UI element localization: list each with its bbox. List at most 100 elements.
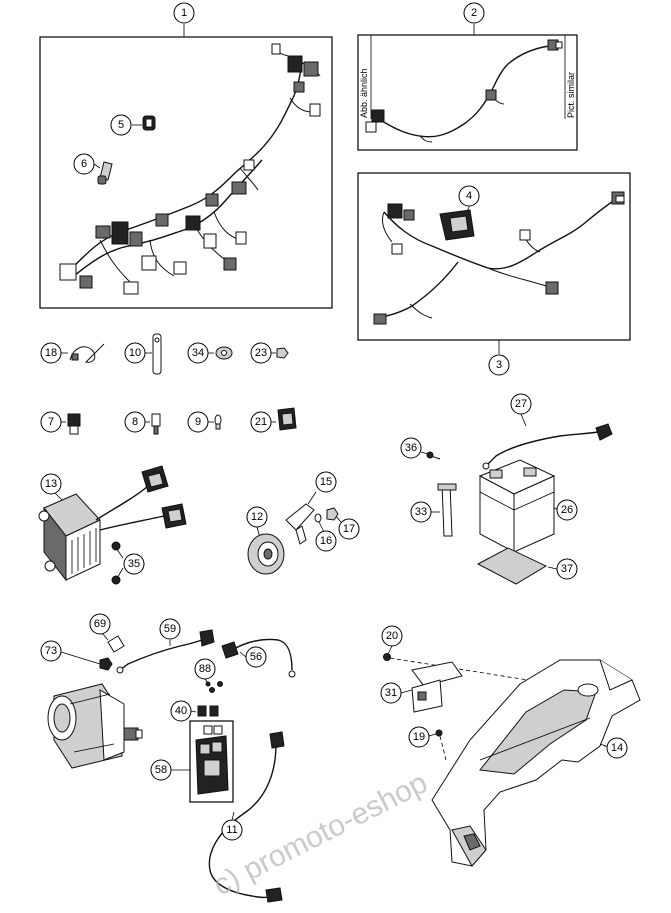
part-34-bushing: 34 xyxy=(187,342,233,364)
svg-text:26: 26 xyxy=(561,504,573,516)
part-16-washer: 16 xyxy=(314,513,337,552)
sub-harness-3-group: 4 3 xyxy=(357,172,631,376)
part-7-relay: 7 xyxy=(40,411,81,435)
svg-text:15: 15 xyxy=(320,476,332,488)
main-harness-group: 1 5 6 xyxy=(39,2,333,309)
part-73-nut: 73 xyxy=(40,640,113,671)
svg-text:37: 37 xyxy=(561,563,573,575)
callout-34: 34 xyxy=(187,342,209,364)
svg-text:69: 69 xyxy=(94,618,106,630)
callout-16: 16 xyxy=(315,530,337,552)
part-18-cable-tie: 18 xyxy=(40,342,105,364)
part-88-fasteners: 88 xyxy=(194,658,223,693)
svg-text:3: 3 xyxy=(496,359,502,371)
part-9-bulb: 9 xyxy=(187,411,222,433)
callout-11: 11 xyxy=(221,819,243,841)
pict-similar-label: Pict. similar xyxy=(566,72,576,118)
watermark-text: c) promoto-eshop xyxy=(208,766,432,902)
sub-wiring-harness-3 xyxy=(373,191,625,325)
callout-15: 15 xyxy=(315,471,337,493)
callout-20: 20 xyxy=(381,625,403,647)
svg-text:6: 6 xyxy=(81,158,87,170)
main-harness-frame xyxy=(39,36,333,309)
part-33-battery-strap: 33 xyxy=(410,483,457,537)
callout-1: 1 xyxy=(173,2,195,24)
svg-text:13: 13 xyxy=(45,478,57,490)
part-5-grommet xyxy=(132,115,156,131)
callout-40: 40 xyxy=(170,700,192,722)
svg-text:4: 4 xyxy=(466,190,472,202)
callout-3: 3 xyxy=(488,354,510,376)
callout-2: 2 xyxy=(463,2,485,24)
svg-text:20: 20 xyxy=(386,630,398,642)
starter-motor xyxy=(47,683,143,769)
part-17-nut: 17 xyxy=(326,507,360,540)
callout-59: 59 xyxy=(159,618,181,640)
part-10-strap: 10 xyxy=(124,333,162,375)
callout-36: 36 xyxy=(400,437,422,459)
callout-9: 9 xyxy=(187,411,209,433)
part-37-battery-pad: 37 xyxy=(476,547,578,585)
callout-17: 17 xyxy=(338,518,360,540)
callout-73: 73 xyxy=(40,640,62,662)
callout-8: 8 xyxy=(124,411,146,433)
starter-relay-frame xyxy=(189,720,234,803)
callout-12: 12 xyxy=(246,506,268,528)
callout-37: 37 xyxy=(556,558,578,580)
svg-text:36: 36 xyxy=(405,442,417,454)
svg-text:23: 23 xyxy=(255,347,267,359)
callout-35: 35 xyxy=(123,553,145,575)
abb-aehnlich-label: Abb. ähnlich xyxy=(359,68,369,118)
callout-21: 21 xyxy=(250,411,272,433)
svg-text:88: 88 xyxy=(199,663,211,675)
part-56-cable: 56 xyxy=(221,638,296,678)
sub-harness-2-frame xyxy=(357,34,578,151)
part-13-voltage-regulator: 13 xyxy=(38,465,187,582)
part-31-bracket: 31 xyxy=(380,661,463,713)
part-36-screw: 36 xyxy=(400,437,441,460)
svg-text:56: 56 xyxy=(250,651,262,663)
callout-69: 69 xyxy=(89,613,111,635)
callout-88: 88 xyxy=(194,658,216,680)
part-69-cap: 69 xyxy=(89,613,125,653)
svg-text:17: 17 xyxy=(343,523,355,535)
sub-wiring-harness-2 xyxy=(365,39,563,143)
callout-31: 31 xyxy=(380,682,402,704)
sub-harness-2-group: Abb. ähnlich Pict. similar 2 xyxy=(357,2,578,151)
svg-text:34: 34 xyxy=(192,347,204,359)
svg-text:12: 12 xyxy=(251,511,263,523)
svg-text:31: 31 xyxy=(385,687,397,699)
svg-text:73: 73 xyxy=(45,645,57,657)
callout-19: 19 xyxy=(408,726,430,748)
part-27-battery-cable: 27 xyxy=(482,393,613,470)
part-35-screws: 35 xyxy=(111,541,145,585)
callout-26: 26 xyxy=(556,499,578,521)
part-26-battery: 26 xyxy=(478,459,578,553)
part-12-horn: 12 xyxy=(246,506,285,575)
part-11-cable: 11 xyxy=(208,731,285,903)
main-wiring-harness xyxy=(59,43,321,295)
part-14-rear-fender-holder: 14 xyxy=(431,659,641,867)
svg-text:1: 1 xyxy=(181,7,187,19)
part-40-relay-cover: 40 xyxy=(170,700,219,722)
svg-text:9: 9 xyxy=(195,416,201,428)
callout-33: 33 xyxy=(410,501,432,523)
part-23-nut: 23 xyxy=(250,342,289,364)
part-8-fuse: 8 xyxy=(124,411,161,435)
callout-5: 5 xyxy=(110,114,132,136)
svg-text:40: 40 xyxy=(175,705,187,717)
part-6-fuse-holder xyxy=(93,161,113,185)
callout-27: 27 xyxy=(510,393,532,415)
callout-18: 18 xyxy=(40,342,62,364)
part-4-relay-bracket xyxy=(439,206,475,241)
callout-14: 14 xyxy=(606,737,628,759)
callout-10: 10 xyxy=(124,342,146,364)
svg-text:2: 2 xyxy=(471,7,477,19)
sub-harness-3-frame xyxy=(357,172,631,341)
svg-text:59: 59 xyxy=(164,623,176,635)
svg-text:5: 5 xyxy=(118,119,124,131)
part-58-starter-relay: 58 xyxy=(150,720,234,803)
part-19-screw: 19 xyxy=(408,726,447,761)
part-21-relay-holder: 21 xyxy=(250,407,297,433)
